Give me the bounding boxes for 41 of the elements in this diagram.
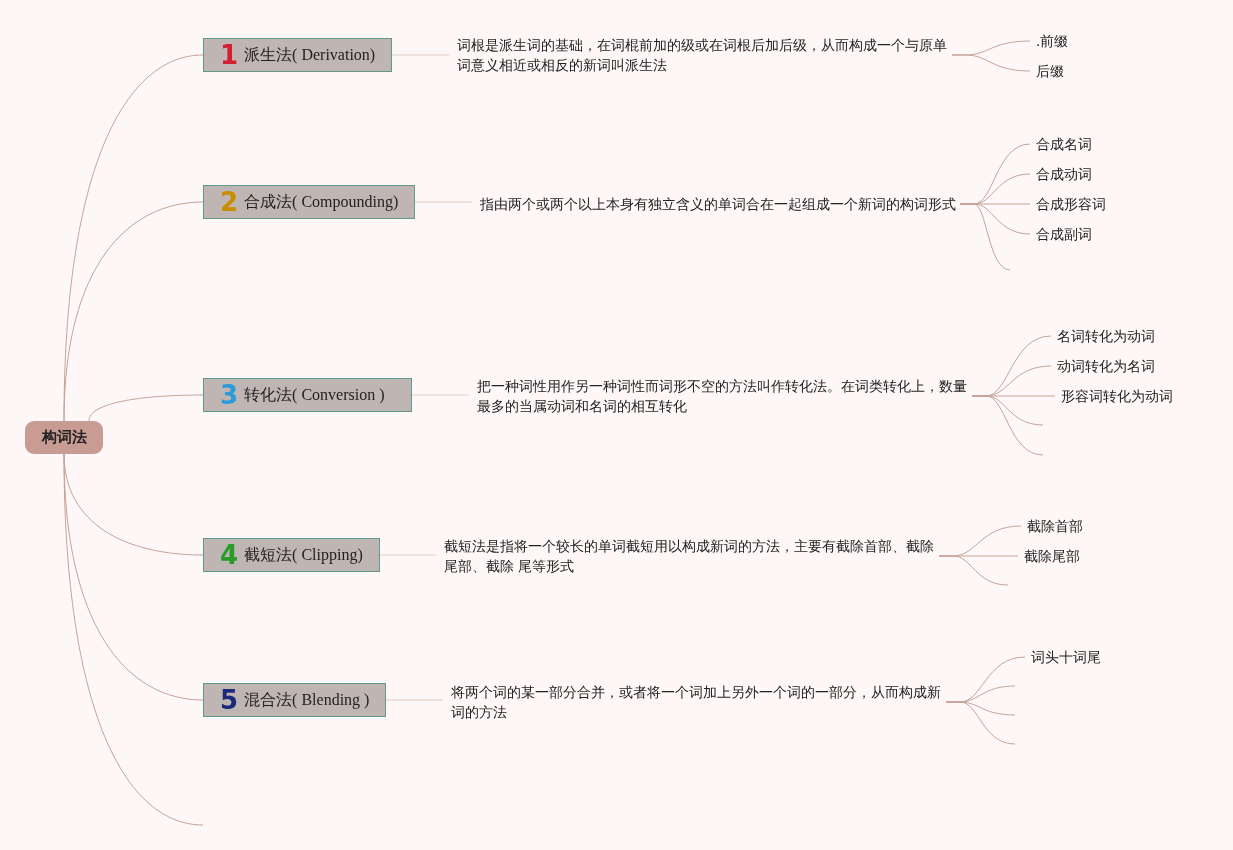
description-text: 指由两个或两个以上本身有独立含义的单词合在一起组成一个新词的构词形式 <box>480 194 960 214</box>
branch-label: 派生法( Derivation) <box>244 44 376 66</box>
branch-box <box>203 38 392 72</box>
connector-line <box>959 203 1011 271</box>
connector-line <box>951 54 1031 72</box>
branch-box <box>203 378 412 412</box>
leaf-label: 名词转化为动词 <box>1057 326 1155 346</box>
leaf-label: 合成副词 <box>1036 224 1092 244</box>
description-text: 将两个词的某一部分合并，或者将一个词加上另外一个词的一部分，从而构成新词的方法 <box>451 682 946 722</box>
branch-box <box>203 683 386 717</box>
step-number: 3 <box>220 382 239 408</box>
connector-line <box>63 201 204 422</box>
leaf-label: 词头十词尾 <box>1031 647 1101 667</box>
connector-line <box>88 394 204 422</box>
branch-label: 合成法( Compounding) <box>244 191 399 213</box>
branch-label: 转化法( Conversion ) <box>244 384 385 406</box>
step-number: 1 <box>220 42 239 68</box>
description-text: 词根是派生词的基础，在词棍前加的级或在词根后加后级，从而构成一个与原单词意义相近或相反的新词叫派生法 <box>457 35 952 75</box>
step-number: 2 <box>220 189 239 215</box>
leaf-label: 合成名词 <box>1036 134 1092 154</box>
leaf-label: 截除首部 <box>1027 516 1083 536</box>
connector-line <box>938 555 1009 586</box>
branch-label: 混合法( Blending ) <box>244 689 370 711</box>
branch-label: 截短法( Clipping) <box>244 544 363 566</box>
description-text: 截短法是指将一个较长的单词截短用以构成新词的方法，主要有截除首部、截除尾部、截除 尾等形式 <box>444 536 939 576</box>
connector-line <box>945 701 1016 745</box>
description-text: 把一种词性用作另一种词性而词形不空的方法叫作转化法。在词类转化上，数量最多的当属动词和名词的相互转化 <box>477 376 972 416</box>
leaf-label: 合成动词 <box>1036 164 1092 184</box>
root-box: 构词法 <box>25 421 103 454</box>
step-number: 5 <box>220 687 239 713</box>
step-number: 4 <box>220 542 239 568</box>
connector-line <box>63 453 204 826</box>
branch-box <box>203 538 380 572</box>
connector-line <box>971 395 1044 456</box>
leaf-label: 截除尾部 <box>1024 546 1080 566</box>
leaf-label: 动词转化为名词 <box>1057 356 1155 376</box>
branch-box <box>203 185 415 219</box>
leaf-label: .前缀 <box>1036 31 1069 51</box>
leaf-label: 形容词转化为动词 <box>1061 386 1173 406</box>
leaf-label: 合成形容词 <box>1036 194 1106 214</box>
leaf-label: 后缀 <box>1036 61 1064 81</box>
